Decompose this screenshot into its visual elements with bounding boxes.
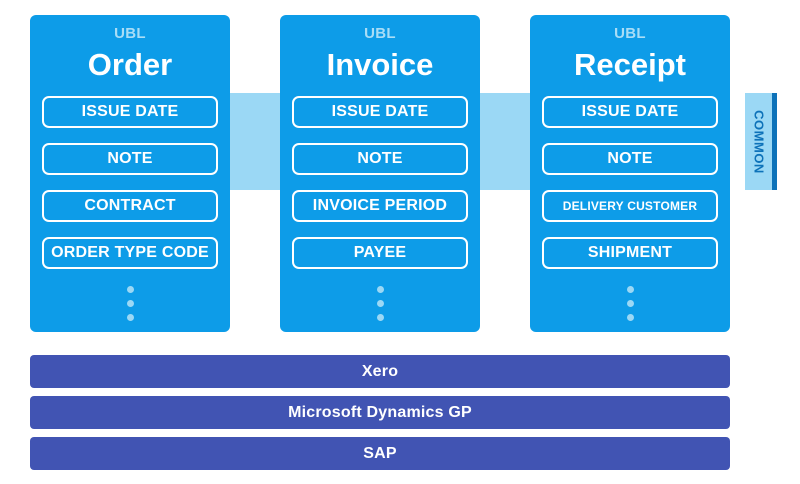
vertical-ellipsis-icon bbox=[126, 286, 134, 321]
field-box[interactable]: ISSUE DATE bbox=[542, 96, 718, 128]
document-card-invoice[interactable]: UBL Invoice ISSUE DATE NOTE INVOICE PERI… bbox=[280, 15, 480, 332]
common-badge-label: COMMON bbox=[751, 109, 766, 174]
field-box[interactable]: SHIPMENT bbox=[542, 237, 718, 269]
field-box[interactable]: PAYEE bbox=[292, 237, 468, 269]
field-list: ISSUE DATE NOTE INVOICE PERIOD PAYEE bbox=[292, 96, 468, 284]
ellipsis-dot bbox=[126, 300, 134, 307]
card-title: Receipt bbox=[574, 47, 686, 82]
card-kind-label: UBL bbox=[614, 25, 646, 42]
ellipsis-dot bbox=[626, 300, 634, 307]
field-list: ISSUE DATE NOTE DELIVERY CUSTOMER SHIPME… bbox=[542, 96, 718, 284]
document-card-group: UBL Order ISSUE DATE NOTE CONTRACT ORDER… bbox=[30, 15, 730, 332]
field-box[interactable]: ORDER TYPE CODE bbox=[42, 237, 218, 269]
document-card-receipt[interactable]: UBL Receipt ISSUE DATE NOTE DELIVERY CUS… bbox=[530, 15, 730, 332]
field-box[interactable]: CONTRACT bbox=[42, 190, 218, 222]
vertical-ellipsis-icon bbox=[376, 286, 384, 321]
platform-bar-group: Xero Microsoft Dynamics GP SAP bbox=[30, 355, 730, 470]
ellipsis-dot bbox=[626, 286, 634, 293]
field-box[interactable]: DELIVERY CUSTOMER bbox=[542, 190, 718, 222]
field-box[interactable]: NOTE bbox=[42, 143, 218, 175]
ellipsis-dot bbox=[376, 300, 384, 307]
common-badge: COMMON bbox=[745, 93, 777, 190]
document-card-order[interactable]: UBL Order ISSUE DATE NOTE CONTRACT ORDER… bbox=[30, 15, 230, 332]
ellipsis-dot bbox=[626, 314, 634, 321]
platform-bar[interactable]: Microsoft Dynamics GP bbox=[30, 396, 730, 429]
ellipsis-dot bbox=[126, 314, 134, 321]
field-box[interactable]: NOTE bbox=[542, 143, 718, 175]
card-kind-label: UBL bbox=[364, 25, 396, 42]
field-box[interactable]: NOTE bbox=[292, 143, 468, 175]
field-box[interactable]: INVOICE PERIOD bbox=[292, 190, 468, 222]
card-title: Order bbox=[87, 47, 173, 82]
ellipsis-dot bbox=[376, 286, 384, 293]
ellipsis-dot bbox=[376, 314, 384, 321]
card-kind-label: UBL bbox=[114, 25, 146, 42]
field-box[interactable]: ISSUE DATE bbox=[42, 96, 218, 128]
platform-bar[interactable]: Xero bbox=[30, 355, 730, 388]
platform-bar[interactable]: SAP bbox=[30, 437, 730, 470]
vertical-ellipsis-icon bbox=[626, 286, 634, 321]
field-list: ISSUE DATE NOTE CONTRACT ORDER TYPE CODE bbox=[42, 96, 218, 284]
ellipsis-dot bbox=[126, 286, 134, 293]
card-title: Invoice bbox=[326, 47, 434, 82]
field-box[interactable]: ISSUE DATE bbox=[292, 96, 468, 128]
